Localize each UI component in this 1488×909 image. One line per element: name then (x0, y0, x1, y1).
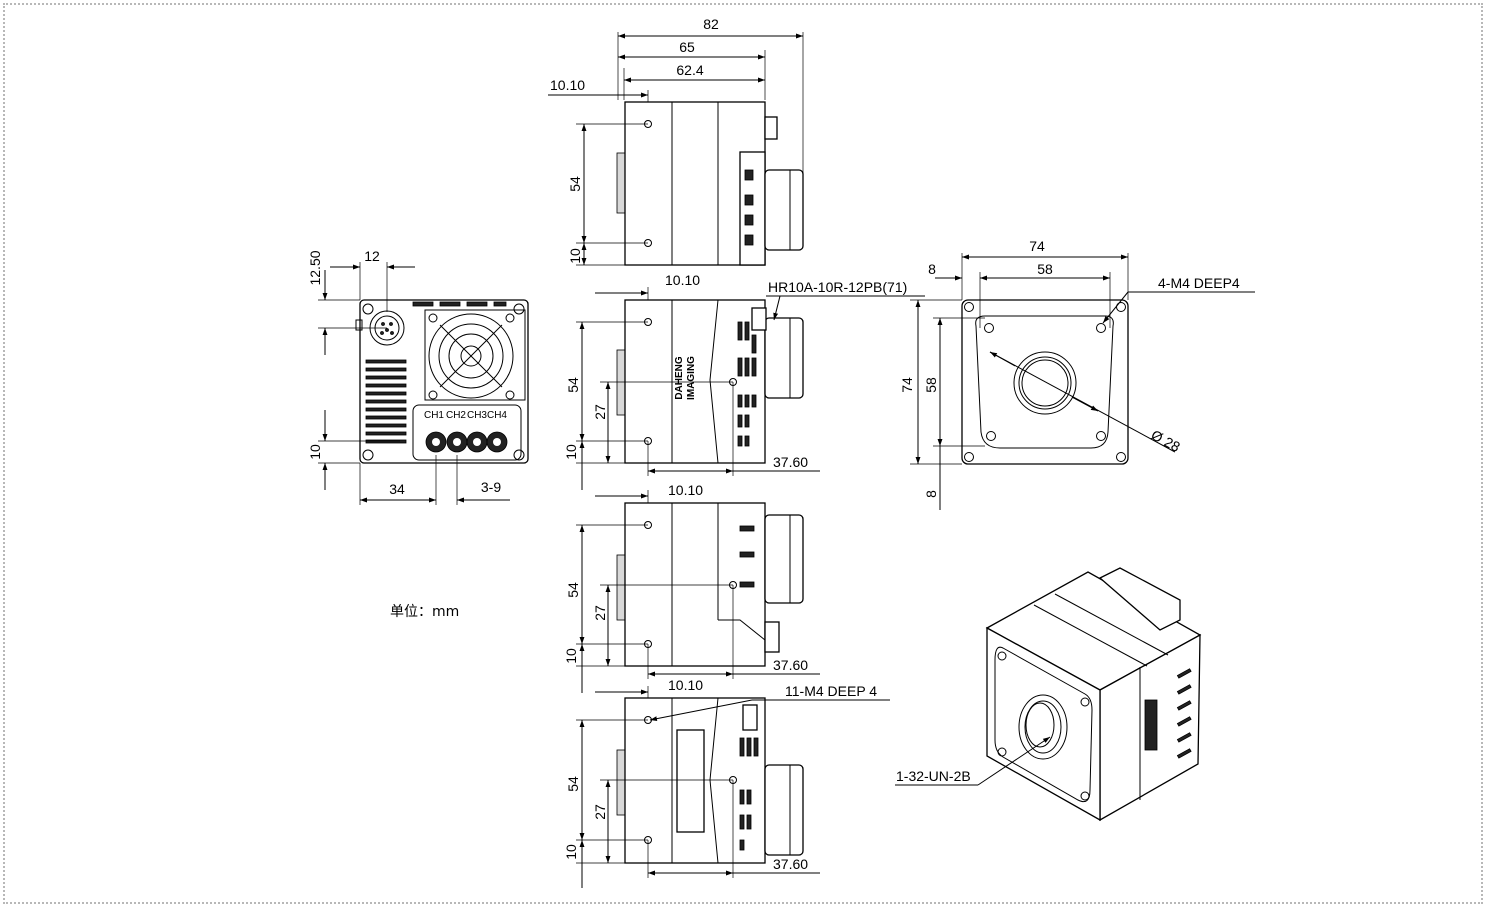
dim-62-4: 62.4 (676, 62, 703, 78)
dim-58: 58 (1037, 261, 1053, 277)
back-left-vents (365, 359, 407, 444)
dim-65: 65 (679, 39, 695, 55)
dim-27: 27 (592, 404, 608, 420)
unit-label: 单位：mm (390, 604, 459, 620)
dim-27: 27 (592, 804, 608, 820)
svg-text:DAHENG: DAHENG (674, 356, 685, 400)
channel-ch1: CH1 (424, 410, 444, 421)
channel-panel: CH1 CH2 CH3 CH4 (412, 404, 522, 461)
svg-text:IMAGING: IMAGING (686, 356, 697, 400)
dim-37-60: 37.60 (773, 856, 808, 872)
dim-58: 58 (923, 377, 939, 393)
dim-10: 10 (567, 248, 583, 264)
dim-10-10: 10.10 (668, 677, 703, 693)
dim-54: 54 (565, 582, 581, 598)
dim-54: 54 (567, 176, 583, 192)
front-view: 74 8 58 74 58 8 4-M4 DEEP4 Ø 28 (899, 238, 1255, 510)
dim-74: 74 (899, 377, 915, 393)
channel-ch4: CH4 (487, 410, 507, 421)
fan (424, 309, 526, 401)
dim-37-60: 37.60 (773, 657, 808, 673)
channel-ch3: CH3 (467, 410, 487, 421)
side-view-3: 10.10 54 27 10 (563, 677, 890, 888)
back-view: CH1 CH2 CH3 CH4 12.50 12 10 (307, 248, 529, 505)
channel-ch2: CH2 (446, 410, 466, 421)
dim-34: 34 (389, 481, 405, 497)
dim-12-50: 12.50 (307, 250, 323, 285)
dim-10-10: 10.10 (550, 77, 585, 93)
dim-10: 10 (563, 444, 579, 460)
daheng-logo: DAHENG IMAGING (674, 356, 697, 400)
hole-label: 4-M4 DEEP4 (1158, 275, 1240, 291)
dim-27: 27 (592, 605, 608, 621)
top-view: 82 65 62.4 10.10 54 10 (548, 16, 804, 266)
back-top-vents (412, 301, 507, 307)
dim-8: 8 (923, 490, 939, 498)
dim-12: 12 (364, 248, 380, 264)
side-vents (739, 737, 759, 851)
iso-side-vents (1176, 668, 1192, 759)
connector-label: HR10A-10R-12PB(71) (768, 279, 907, 295)
diameter-label: Ø 28 (1149, 427, 1183, 455)
dim-10: 10 (563, 844, 579, 860)
dim-10: 10 (307, 444, 323, 460)
dim-54: 54 (565, 377, 581, 393)
dim-10: 10 (563, 648, 579, 664)
hole-label: 11-M4 DEEP 4 (785, 683, 877, 699)
dim-10-10: 10.10 (668, 482, 703, 498)
mount-label: 1-32-UN-2B (896, 768, 971, 784)
side-vents (737, 321, 757, 447)
top-connector-pins (744, 169, 754, 246)
dim-74: 74 (1029, 238, 1045, 254)
dim-54: 54 (565, 776, 581, 792)
dim-10-10: 10.10 (665, 272, 700, 288)
dim-3-9: 3-9 (481, 479, 501, 495)
dim-37-60: 37.60 (773, 454, 808, 470)
drawing-frame (3, 3, 1483, 904)
dim-8: 8 (928, 261, 936, 277)
side-view-2: 10.10 54 27 10 37.60 (563, 482, 820, 693)
isometric-view: 1-32-UN-2B (895, 567, 1202, 822)
side-view-1: 10.10 DAHENG IMAGING (563, 272, 925, 490)
dim-82: 82 (703, 16, 719, 32)
